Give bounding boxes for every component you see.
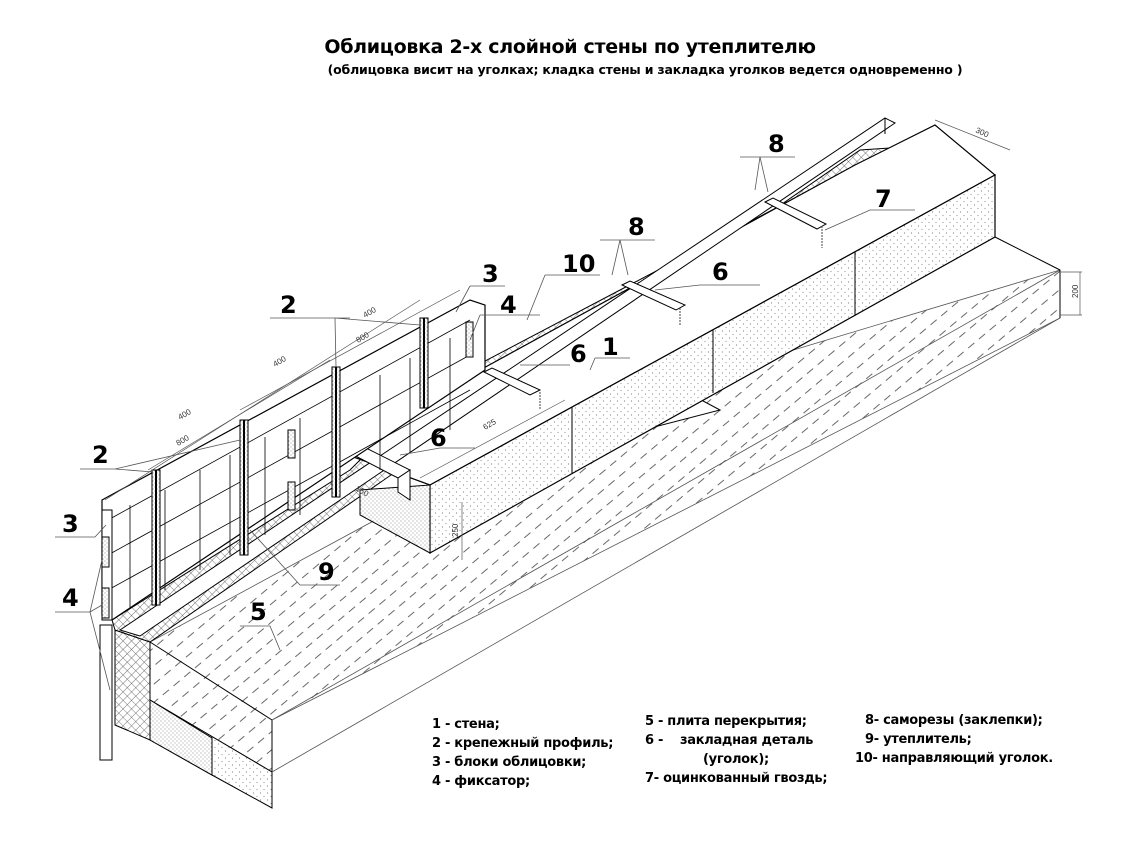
callout-9: 9 xyxy=(318,558,335,586)
callout-8-right: 8 xyxy=(768,130,785,158)
drawing-title: Облицовка 2-х слойной стены по утеплител… xyxy=(324,36,816,58)
legend-column-1: 1 - стена; 2 - крепежный профиль; 3 - бл… xyxy=(432,715,613,791)
floor-slab xyxy=(114,269,1061,809)
legend-item-2: 2 - крепежный профиль; xyxy=(432,736,614,751)
legend-column-3: 8- саморезы (заклепки); 9- утеплитель; 1… xyxy=(855,711,1053,768)
legend-item-4: 4 - фиксатор; xyxy=(432,774,530,789)
callout-3-left: 3 xyxy=(62,510,79,538)
dim-400-b: 400 xyxy=(272,354,289,369)
dim-300: 300 xyxy=(974,126,990,140)
callout-6-left: 6 xyxy=(430,424,447,452)
dimension-lines xyxy=(104,119,1082,560)
callout-2-top: 2 xyxy=(280,291,297,319)
callout-6-middle: 6 xyxy=(570,340,587,368)
fixing-profiles xyxy=(151,317,429,606)
dim-400-c: 400 xyxy=(362,305,379,320)
legend-item-8: 8- саморезы (заклепки); xyxy=(865,713,1043,728)
callout-4-top: 4 xyxy=(500,291,517,319)
legend-item-3: 3 - блоки облицовки; xyxy=(432,755,587,770)
legend-column-2: 5 - плита перекрытия; 6 - закладная дета… xyxy=(645,712,828,788)
legend-item-10: 10- направляющий уголок. xyxy=(855,751,1053,766)
callout-1: 1 xyxy=(602,333,619,361)
callout-10: 10 xyxy=(562,250,595,278)
callout-7: 7 xyxy=(875,185,892,213)
legend-item-7: 7- оцинкованный гвоздь; xyxy=(645,771,828,786)
dim-200: 200 xyxy=(1071,284,1080,298)
callout-5: 5 xyxy=(250,598,267,626)
dim-800-b: 800 xyxy=(355,330,372,345)
callout-6-right: 6 xyxy=(712,258,729,286)
legend-item-5: 5 - плита перекрытия; xyxy=(645,714,807,729)
callout-4-left: 4 xyxy=(62,584,79,612)
cladding-edge xyxy=(99,624,113,761)
legend-item-6: 6 - закладная деталь xyxy=(645,733,814,748)
legend-item-9: 9- утеплитель; xyxy=(865,732,972,747)
callout-8-left: 8 xyxy=(628,213,645,241)
legend-item-1: 1 - стена; xyxy=(432,717,500,732)
callout-numbers: 1 2 2 3 3 4 4 5 6 6 6 7 8 8 9 10 xyxy=(62,130,892,626)
drawing-subtitle: (облицовка висит на уголках; кладка стен… xyxy=(327,62,963,77)
callout-2-left: 2 xyxy=(92,441,109,469)
dim-250: 250 xyxy=(451,523,460,537)
legend-item-6-cont: (уголок); xyxy=(703,752,769,767)
callout-3-top: 3 xyxy=(482,260,499,288)
leader-lines xyxy=(55,156,915,691)
dim-400-a: 400 xyxy=(177,407,194,422)
